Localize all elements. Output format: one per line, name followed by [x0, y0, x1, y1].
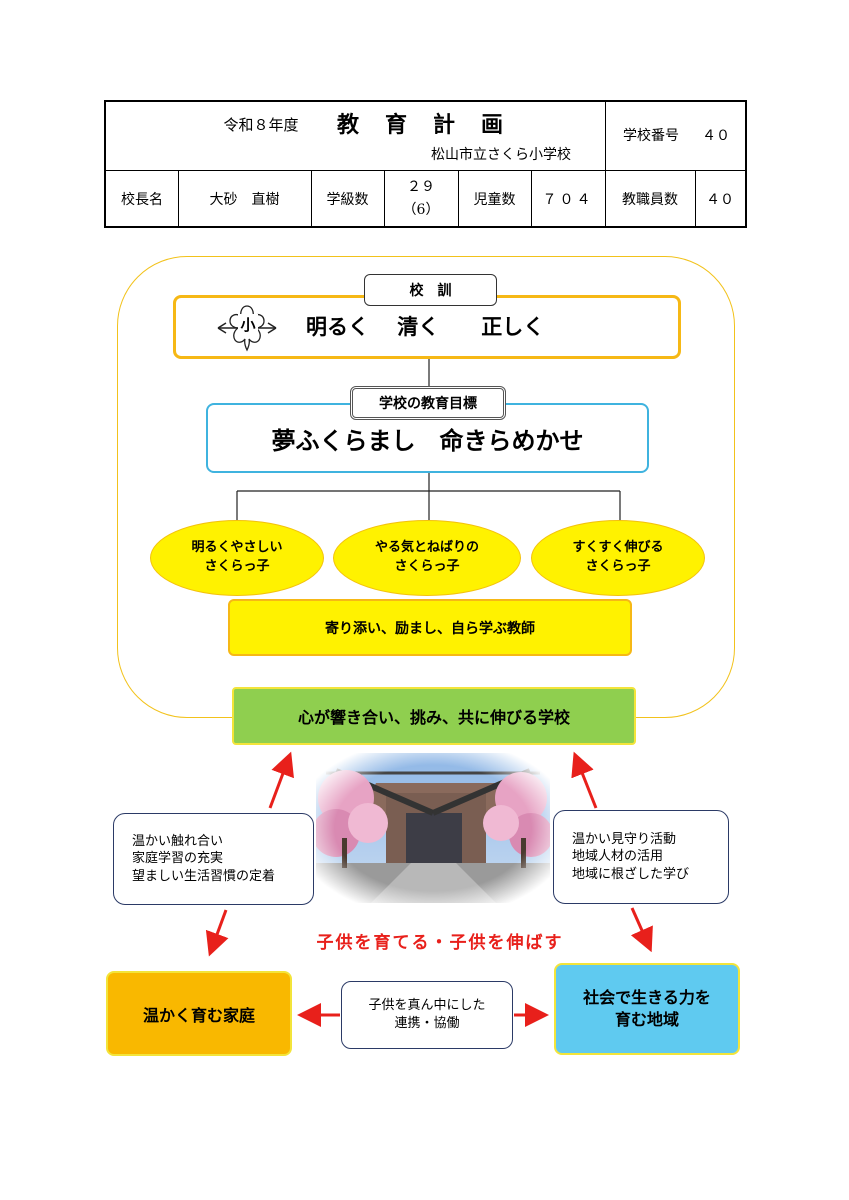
- community-box-line2: 育む地域: [614, 1010, 679, 1029]
- classes-value: ２９: [407, 179, 435, 195]
- child-ideal-3: すくすく伸びる さくらっ子: [531, 520, 705, 596]
- home-note-3: 望ましい生活習慣の定着: [132, 868, 276, 884]
- motto-label: 校 訓: [364, 274, 497, 306]
- child-ideal-2-line2: さくらっ子: [394, 559, 460, 574]
- classes-label: 学級数: [326, 191, 369, 208]
- child-ideal-2: やる気とねばりの さくらっ子: [333, 520, 521, 596]
- students-label: 児童数: [473, 191, 516, 208]
- students-value: ７０４: [542, 191, 594, 208]
- school-number-label: 学校番号: [623, 128, 679, 144]
- community-box-line1: 社会で生きる力を: [583, 988, 711, 1008]
- page-title: 教 育 計 画: [336, 112, 505, 138]
- motto-box: 小 明るく 清く 正しく: [173, 295, 681, 359]
- home-box: 温かく育む家庭: [106, 971, 292, 1056]
- arrow-to-home: [205, 909, 229, 957]
- center-box-line2: 連携・協働: [394, 1016, 460, 1031]
- child-ideal-1: 明るくやさしい さくらっ子: [150, 520, 324, 596]
- arrow-to-community: [630, 907, 653, 953]
- community-note-2: 地域人材の活用: [572, 849, 664, 865]
- school-number: ４０: [702, 128, 730, 144]
- goal-label: 学校の教育目標: [350, 386, 506, 420]
- slogan: 子供を育てる・子供を伸ばす: [316, 933, 564, 953]
- header-table: 令和８年度 教 育 計 画 松山市立さくら小学校 学校番号 ４０ 校長名 大砂 …: [104, 100, 747, 228]
- home-note-1: 温かい触れ合い: [132, 833, 224, 849]
- teacher-ideal: 寄り添い、励まし、自ら学ぶ教師: [228, 599, 632, 656]
- center-box-line1: 子供を真ん中にした: [368, 998, 486, 1014]
- child-ideal-1-line1: 明るくやさしい: [191, 540, 283, 556]
- community-note-1: 温かい見守り活動: [572, 831, 677, 847]
- staff-label: 教職員数: [622, 191, 678, 208]
- home-notes: 温かい触れ合い 家庭学習の充実 望ましい生活習慣の定着: [113, 813, 314, 905]
- child-ideal-2-line1: やる気とねばりの: [374, 540, 479, 556]
- principal-name: 大砂 直樹: [209, 191, 280, 208]
- arrow-home-to-school: [268, 751, 294, 809]
- community-note-3: 地域に根ざした学び: [572, 866, 690, 882]
- motto-text: 明るく 清く 正しく: [306, 314, 545, 339]
- school-name: 松山市立さくら小学校: [431, 147, 571, 163]
- child-ideal-3-line1: すくすく伸びる: [572, 540, 664, 556]
- child-ideal-1-line2: さくらっ子: [204, 559, 270, 574]
- center-box: 子供を真ん中にした 連携・協働: [341, 981, 513, 1049]
- principal-label: 校長名: [121, 191, 163, 208]
- school-ideal: 心が響き合い、挑み、共に伸びる学校: [232, 687, 636, 745]
- staff-value: ４０: [706, 191, 734, 208]
- classes-special: （6）: [402, 202, 440, 218]
- community-notes: 温かい見守り活動 地域人材の活用 地域に根ざした学び: [553, 810, 729, 904]
- emblem-char: 小: [238, 314, 258, 335]
- arrow-community-to-school: [571, 751, 598, 809]
- home-note-2: 家庭学習の充実: [132, 851, 224, 867]
- child-ideal-3-line2: さくらっ子: [585, 559, 651, 574]
- plan-year: 令和８年度: [223, 115, 299, 134]
- school-photo: [316, 753, 550, 903]
- community-box: 社会で生きる力を 育む地域: [554, 963, 740, 1055]
